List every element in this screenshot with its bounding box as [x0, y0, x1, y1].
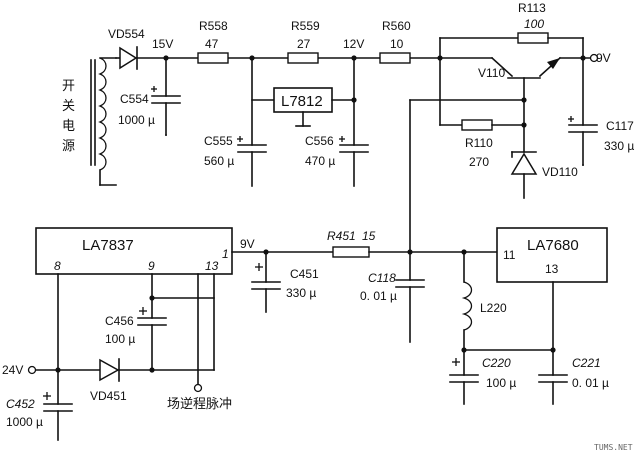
svg-text:R558: R558 [199, 19, 228, 33]
svg-text:47: 47 [205, 37, 219, 51]
svg-text:R560: R560 [382, 19, 411, 33]
svg-text:开: 开 [62, 79, 75, 94]
svg-text:13: 13 [545, 262, 559, 276]
switching-power-label: 开 关 电 源 [62, 79, 75, 154]
svg-text:0. 01 µ: 0. 01 µ [572, 376, 609, 390]
svg-text:270: 270 [469, 155, 489, 169]
resistor-r559: R559 27 [287, 19, 320, 64]
switching-power-transformer-winding [90, 57, 117, 186]
svg-text:1000 µ: 1000 µ [6, 415, 43, 429]
capacitor-c118: C118 0. 01 µ [360, 249, 425, 343]
svg-text:C117: C117 [606, 119, 634, 133]
flyback-pulse-input: 场逆程脉冲 [167, 273, 232, 412]
svg-text:560 µ: 560 µ [204, 154, 234, 168]
svg-text:330 µ: 330 µ [286, 286, 316, 300]
svg-text:27: 27 [297, 37, 311, 51]
capacitor-c456: C456 100 µ [105, 273, 215, 373]
svg-text:VD451: VD451 [90, 389, 127, 403]
capacitor-c452: C452 1000 µ [6, 273, 73, 441]
svg-text:C554: C554 [120, 92, 149, 106]
svg-text:12V: 12V [343, 37, 364, 51]
svg-text:R113: R113 [518, 1, 546, 15]
resistor-r113: R113 100 [437, 1, 584, 126]
svg-text:C221: C221 [572, 356, 601, 370]
svg-text:L220: L220 [480, 301, 507, 315]
svg-text:15: 15 [362, 229, 376, 243]
transistor-v110: V110 [439, 56, 562, 126]
inductor-l220: L220 [461, 249, 507, 351]
capacitor-c556: C556 470 µ [305, 55, 369, 187]
svg-text:C220: C220 [482, 356, 511, 370]
svg-text:C555: C555 [204, 134, 233, 148]
svg-text:C451: C451 [290, 267, 319, 281]
svg-text:源: 源 [62, 139, 75, 154]
svg-text:100 µ: 100 µ [105, 332, 135, 346]
resistor-r451: R451 15 [327, 229, 498, 258]
capacitor-c451: C451 330 µ [251, 249, 319, 313]
capacitor-c220: C220 100 µ [449, 347, 516, 405]
svg-text:V110: V110 [478, 66, 505, 80]
svg-text:15V: 15V [152, 37, 173, 51]
resistor-r560: R560 10 [379, 19, 411, 64]
svg-text:LA7680: LA7680 [527, 237, 579, 254]
svg-text:330 µ: 330 µ [604, 139, 634, 153]
capacitor-c554: C554 1000 µ [118, 55, 181, 136]
ground-lines [165, 134, 584, 166]
svg-text:10: 10 [390, 37, 404, 51]
svg-text:LA7837: LA7837 [82, 237, 134, 254]
svg-text:场逆程脉冲: 场逆程脉冲 [167, 396, 232, 412]
svg-text:C118: C118 [368, 271, 396, 285]
svg-text:9V: 9V [240, 237, 255, 251]
diode-vd451: VD451 [90, 358, 153, 403]
svg-text:24V: 24V [2, 363, 23, 377]
ic-la7837: LA7837 1 8 9 13 [35, 227, 233, 275]
svg-text:9: 9 [148, 259, 155, 273]
svg-text:VD554: VD554 [108, 27, 145, 41]
svg-text:R451: R451 [327, 229, 356, 243]
svg-text:8: 8 [54, 259, 61, 273]
zener-vd110: VD110 [510, 124, 578, 199]
svg-text:C556: C556 [305, 134, 334, 148]
svg-text:VD110: VD110 [542, 165, 578, 179]
svg-text:R110: R110 [465, 136, 493, 150]
svg-text:13: 13 [205, 259, 219, 273]
watermark: TUMS.NET [594, 443, 633, 452]
svg-text:C452: C452 [6, 397, 35, 411]
resistor-r558: R558 47 [197, 19, 229, 64]
capacitor-c555: C555 560 µ [204, 55, 267, 187]
capacitor-c117: C117 330 µ [568, 57, 634, 166]
ic-la7680: LA7680 11 13 [496, 227, 608, 351]
svg-text:100: 100 [524, 17, 544, 31]
svg-text:1000 µ: 1000 µ [118, 113, 155, 127]
svg-text:470 µ: 470 µ [305, 154, 335, 168]
resistor-r110: R110 270 [439, 119, 527, 169]
svg-text:电: 电 [62, 119, 75, 134]
svg-text:11: 11 [503, 248, 516, 262]
svg-text:9V: 9V [596, 51, 611, 65]
svg-text:C456: C456 [105, 314, 134, 328]
capacitor-c221: C221 0. 01 µ [538, 347, 609, 405]
svg-text:R559: R559 [291, 19, 320, 33]
svg-text:0. 01 µ: 0. 01 µ [360, 289, 397, 303]
svg-text:1: 1 [222, 247, 229, 261]
regulator-l7812: L7812 [251, 87, 355, 127]
svg-text:TUMS.NET: TUMS.NET [594, 443, 633, 452]
svg-text:L7812: L7812 [281, 93, 323, 110]
diode-vd554: VD554 [108, 27, 145, 70]
svg-text:100 µ: 100 µ [486, 376, 516, 390]
svg-text:关: 关 [62, 99, 75, 114]
input-24v: 24V [2, 363, 101, 377]
